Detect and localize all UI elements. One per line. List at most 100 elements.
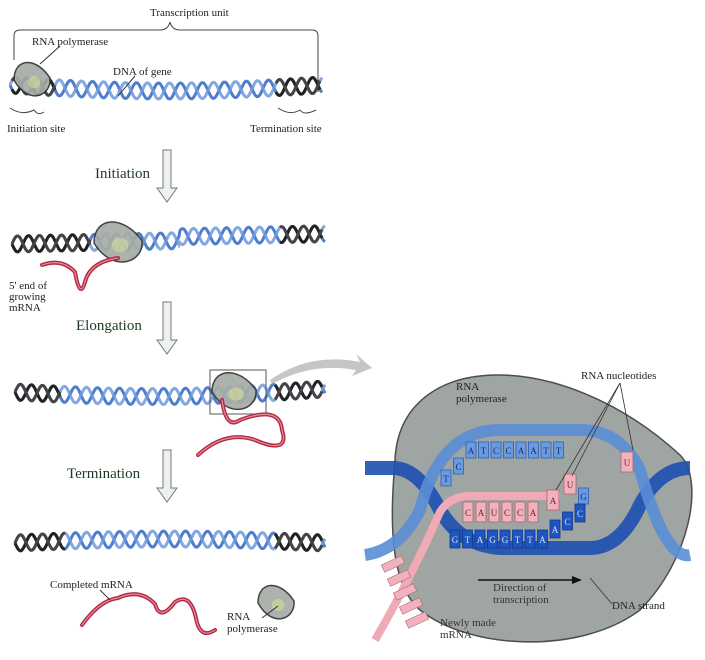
newly-made-line-2: mRNA	[440, 629, 472, 641]
initiation-brace	[9, 107, 45, 115]
five-prime-end-label: 5' end of growing mRNA	[9, 281, 47, 314]
template-base: A	[474, 529, 486, 549]
coding-base-block	[540, 441, 552, 459]
coding-base-letter: T	[443, 474, 449, 484]
direction-arrow-head	[572, 576, 582, 584]
mrna-stage3-highlight	[197, 399, 284, 456]
coding-base-letter: T	[556, 446, 562, 456]
template-base: T	[512, 529, 523, 549]
template-base: T	[524, 529, 536, 549]
dna-strand-label: DNA strand	[612, 600, 665, 612]
mrna-base: A	[527, 501, 539, 523]
mrna-base: U	[488, 501, 500, 523]
arrow-elongation	[156, 301, 178, 355]
coding-base: A	[528, 441, 539, 459]
coding-base-letter: C	[455, 462, 461, 472]
template-base: G	[449, 529, 461, 549]
five-prime-line-1: 5' end of	[9, 280, 48, 292]
free-nucleotide-block	[620, 451, 634, 473]
coding-base: C	[453, 457, 464, 475]
template-base: C	[574, 503, 586, 523]
coding-base-letter: C	[493, 446, 499, 456]
released-polymerase-line-1: RNA	[227, 611, 251, 623]
template-base-letter: G	[452, 535, 459, 545]
template-base-block	[449, 529, 461, 549]
direction-label: Direction of transcription	[493, 582, 549, 606]
five-prime-line-3: mRNA	[9, 302, 41, 314]
transcription-unit-bracket	[13, 21, 319, 92]
nucleotide-leader-1	[555, 382, 621, 491]
zoom-arrow	[270, 354, 372, 384]
step-initiation: Initiation	[95, 166, 150, 182]
template-base-letter: C	[564, 517, 570, 527]
dna-dark-segment	[273, 532, 324, 553]
template-base-block	[512, 529, 523, 549]
dna-dark-segment	[13, 531, 65, 553]
mrna-tail-base	[398, 597, 424, 615]
template-base-letter: C	[577, 509, 583, 519]
dna-dark-segment	[10, 233, 92, 254]
template-base: A	[537, 529, 548, 549]
five-prime-line-2: growing	[9, 291, 46, 303]
template-base-letter: T	[527, 535, 533, 545]
coding-base: T	[540, 441, 552, 459]
dna-dark-segment	[274, 76, 322, 97]
coding-base: A	[515, 441, 527, 459]
template-base-letter: T	[465, 535, 471, 545]
dna-strand-a	[8, 76, 324, 101]
template-base: C	[562, 511, 573, 531]
coding-base-block	[465, 441, 477, 459]
coding-base-block	[528, 441, 539, 459]
coding-base: T	[553, 441, 564, 459]
dna-dark-segment	[279, 224, 324, 244]
free-nucleotide-block	[563, 473, 577, 495]
termination-brace	[277, 107, 317, 114]
template-base-letter: G	[502, 535, 509, 545]
step-termination: Termination	[67, 466, 141, 482]
template-base: G	[487, 529, 498, 549]
dna-dark-segment	[274, 76, 322, 97]
dna-dark-segment	[10, 233, 92, 254]
dna-helix-stage4	[13, 529, 327, 553]
coding-base-letter: T	[481, 446, 487, 456]
mrna-base: C	[514, 501, 526, 523]
template-base-block	[537, 529, 548, 549]
mrna-tail-base	[404, 611, 430, 629]
mrna-base-block	[527, 501, 539, 523]
template-base-letter: A	[552, 525, 559, 535]
dna-dark-segment	[273, 380, 324, 402]
completed-mrna-highlight	[81, 593, 216, 634]
free-nucleotide: U	[620, 451, 634, 473]
template-base: A	[549, 519, 561, 539]
coding-base-block	[553, 441, 564, 459]
coding-base-letter: C	[505, 446, 511, 456]
dna-dark-segment	[13, 382, 62, 404]
completed-mrna-leader	[99, 589, 111, 601]
dna-of-gene-leader	[117, 75, 136, 97]
coding-base-block	[440, 469, 452, 487]
mrna-base-letter: A	[530, 508, 537, 518]
coding-base-letter: A	[518, 446, 525, 456]
template-base-block	[499, 529, 511, 549]
coding-base: A	[465, 441, 477, 459]
template-base-letter: A	[539, 535, 546, 545]
completed-mrna-label: Completed mRNA	[50, 579, 133, 591]
mrna-base-letter: C	[517, 508, 523, 518]
dna-strand-b	[13, 529, 327, 553]
coding-base: T	[440, 469, 452, 487]
arrow-initiation	[156, 149, 178, 203]
rna-nucleotides-label: RNA nucleotides	[581, 370, 657, 382]
released-polymerase-leader	[261, 605, 279, 619]
template-base-block	[524, 529, 536, 549]
template-base-block	[487, 529, 498, 549]
template-base: T	[462, 529, 473, 549]
coding-base: C	[490, 441, 502, 459]
coding-backbone	[363, 424, 692, 562]
dna-strand-b	[8, 75, 324, 101]
dna-dark-segment	[273, 532, 324, 552]
mrna-base-letter: C	[504, 508, 510, 518]
dna-strand-leader	[589, 577, 613, 605]
coding-base-block	[478, 441, 489, 459]
